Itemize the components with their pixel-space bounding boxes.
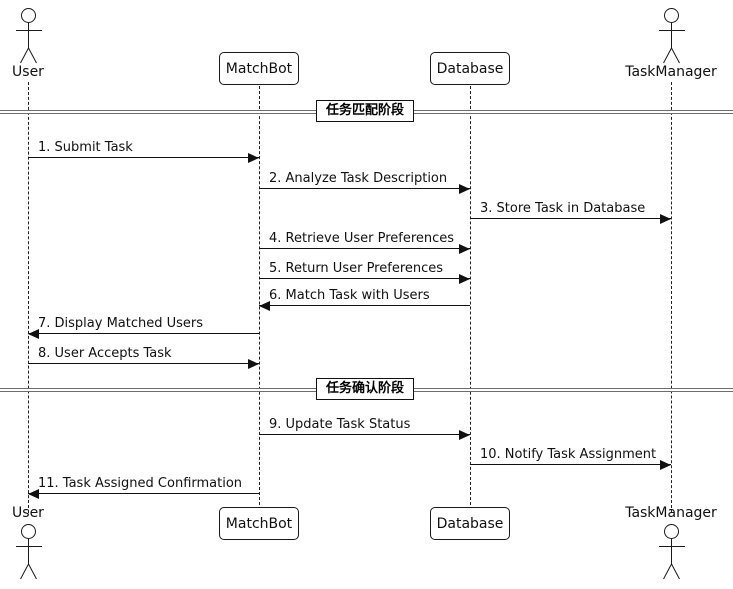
actor-arms-icon	[659, 30, 685, 31]
message-arrowhead-1	[248, 153, 259, 163]
actor-leg-icon	[663, 563, 673, 580]
participant-label-taskmanager: TaskManager	[625, 64, 717, 80]
participant-box-matchbot[interactable]: MatchBot	[219, 52, 299, 85]
message-line-5	[259, 278, 470, 279]
message-arrowhead-3	[660, 214, 671, 224]
lifeline-database	[470, 86, 471, 505]
message-label-2: 2. Analyze Task Description	[269, 171, 448, 186]
message-label-6: 6. Match Task with Users	[269, 288, 430, 303]
participant-footer-label-user: User	[12, 505, 44, 521]
message-line-7	[28, 333, 259, 334]
message-label-4: 4. Retrieve User Preferences	[269, 231, 455, 246]
actor-leg-icon	[28, 563, 38, 580]
message-line-2	[259, 188, 470, 189]
participant-footer-label-taskmanager: TaskManager	[625, 505, 717, 521]
participant-label-user: User	[12, 64, 44, 80]
lifeline-taskmanager	[671, 82, 672, 513]
actor-body-icon	[28, 23, 30, 49]
actor-figure-taskmanager	[652, 8, 692, 66]
message-label-7: 7. Display Matched Users	[38, 316, 204, 331]
message-line-4	[259, 248, 470, 249]
message-label-1: 1. Submit Task	[38, 140, 133, 155]
message-line-10	[470, 464, 671, 465]
actor-head-icon	[21, 8, 36, 23]
actor-leg-icon	[20, 563, 30, 580]
actor-body-icon	[671, 539, 673, 565]
actor-leg-icon	[671, 563, 681, 580]
actor-arms-icon	[16, 546, 42, 547]
actor-body-icon	[28, 539, 30, 565]
message-arrowhead-7	[28, 329, 39, 339]
actor-leg-icon	[20, 47, 30, 64]
actor-footer-figure-user	[9, 524, 49, 582]
message-line-8	[28, 363, 259, 364]
message-label-10: 10. Notify Task Assignment	[480, 447, 657, 462]
actor-body-icon	[671, 23, 673, 49]
actor-footer-figure-taskmanager	[652, 524, 692, 582]
message-label-9: 9. Update Task Status	[269, 417, 411, 432]
actor-figure-user	[9, 8, 49, 66]
message-arrowhead-9	[459, 430, 470, 440]
actor-head-icon	[664, 524, 679, 539]
actor-arms-icon	[16, 30, 42, 31]
message-arrowhead-6	[259, 301, 270, 311]
message-label-3: 3. Store Task in Database	[480, 201, 646, 216]
phase-divider-label-1: 任务匹配阶段	[316, 100, 415, 122]
actor-head-icon	[21, 524, 36, 539]
message-arrowhead-10	[660, 460, 671, 470]
participant-box-database[interactable]: Database	[430, 52, 510, 85]
participant-footer-box-database[interactable]: Database	[430, 507, 510, 540]
lifeline-matchbot	[259, 86, 260, 505]
actor-leg-icon	[663, 47, 673, 64]
message-label-11: 11. Task Assigned Confirmation	[38, 476, 243, 491]
message-line-11	[28, 493, 259, 494]
message-label-5: 5. Return User Preferences	[269, 261, 444, 276]
actor-arms-icon	[659, 546, 685, 547]
actor-leg-icon	[28, 47, 38, 64]
message-arrowhead-4	[459, 244, 470, 254]
phase-divider-label-2: 任务确认阶段	[316, 378, 415, 400]
message-line-1	[28, 157, 259, 158]
message-arrowhead-11	[28, 489, 39, 499]
message-line-6	[259, 305, 470, 306]
message-arrowhead-8	[248, 359, 259, 369]
actor-leg-icon	[671, 47, 681, 64]
lifeline-user	[28, 82, 29, 513]
message-arrowhead-2	[459, 184, 470, 194]
message-line-9	[259, 434, 470, 435]
message-arrowhead-5	[459, 274, 470, 284]
message-line-3	[470, 218, 671, 219]
participant-footer-box-matchbot[interactable]: MatchBot	[219, 507, 299, 540]
message-label-8: 8. User Accepts Task	[38, 346, 172, 361]
actor-head-icon	[664, 8, 679, 23]
